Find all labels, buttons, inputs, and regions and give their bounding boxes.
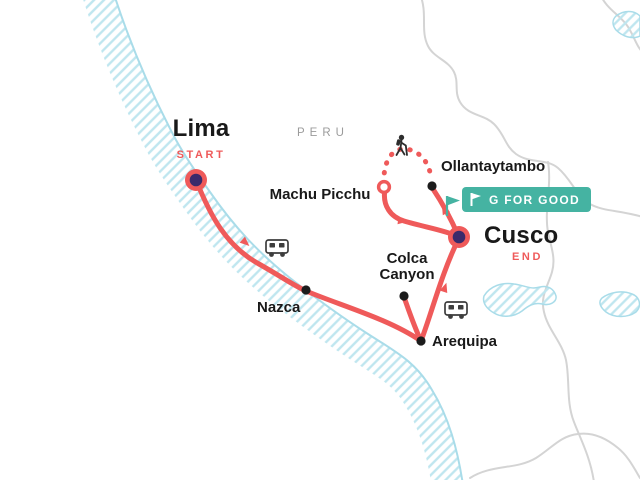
ollantaytambo-marker — [427, 181, 437, 191]
route-arrow — [439, 282, 448, 293]
g-for-good-label: G FOR GOOD — [489, 192, 580, 207]
label-nazca: Nazca — [257, 299, 301, 316]
coastline — [114, 0, 464, 480]
lake-small-northeast — [612, 10, 640, 39]
g-for-good-badge: G FOR GOOD — [462, 187, 591, 212]
lake-titicaca — [482, 282, 557, 317]
nazca-marker — [301, 285, 311, 295]
label-ollantaytambo: Ollantaytambo — [441, 158, 546, 175]
machu-picchu-marker — [376, 179, 392, 195]
route-arrow — [397, 216, 408, 225]
country-border-north — [420, 0, 640, 218]
label-arequipa: Arequipa — [432, 333, 498, 350]
label-machu-picchu: Machu Picchu — [269, 186, 371, 203]
tag-end: END — [512, 251, 544, 263]
bus-icon — [265, 239, 289, 257]
flag-icon — [470, 193, 481, 206]
lima-marker — [185, 169, 207, 191]
label-cusco: Cusco — [484, 222, 559, 249]
label-colca-canyon: Colca Canyon — [379, 250, 435, 283]
country-border-east — [542, 161, 595, 480]
country-border-south — [469, 432, 640, 479]
label-lima: Lima — [172, 115, 230, 142]
hiker-icon — [395, 134, 408, 156]
bus-icon — [444, 301, 468, 319]
tag-start: START — [176, 149, 226, 161]
cusco-marker — [448, 226, 470, 248]
route-arrow — [441, 205, 450, 216]
colca-canyon-marker — [399, 291, 409, 301]
route-arequipa-cusco — [418, 235, 462, 344]
flag-icon — [445, 196, 460, 216]
route-arrow — [239, 236, 250, 247]
route-lima-nazca-arequipa — [193, 177, 424, 344]
lake-small-east — [599, 291, 640, 318]
arequipa-marker — [416, 336, 426, 346]
label-region-peru: PERU — [297, 127, 349, 139]
